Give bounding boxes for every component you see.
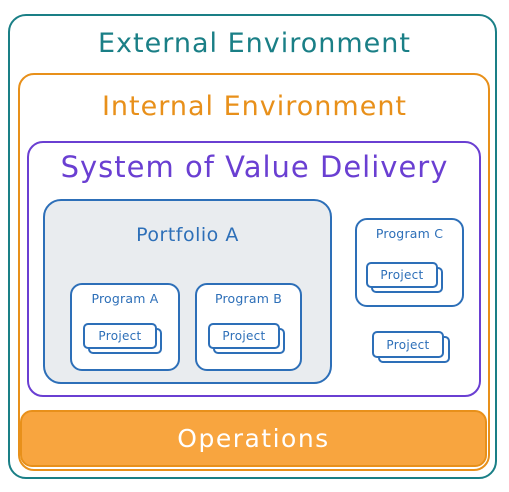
external-environment-title: External Environment	[97, 28, 411, 59]
program-a-box: Program A Project	[70, 283, 180, 371]
standalone-project-card: Project	[372, 331, 444, 358]
internal-environment-box	[18, 73, 490, 471]
external-environment-box	[8, 14, 497, 479]
project-card: Project	[83, 323, 157, 349]
project-card: Project	[208, 323, 280, 349]
project-card: Project	[366, 262, 438, 288]
internal-environment-title: Internal Environment	[101, 91, 408, 122]
operations-bar: Operations	[20, 410, 487, 467]
portfolio-a-title: Portfolio A	[136, 224, 239, 246]
program-c-title: Program C	[375, 226, 444, 241]
program-c-box: Program C Project	[355, 218, 464, 307]
program-a-title: Program A	[91, 291, 159, 306]
system-of-value-delivery-title: System of Value Delivery	[60, 150, 449, 184]
system-of-value-delivery-box	[27, 141, 481, 397]
program-b-title: Program B	[214, 291, 283, 306]
program-b-box: Program B Project	[195, 283, 302, 371]
